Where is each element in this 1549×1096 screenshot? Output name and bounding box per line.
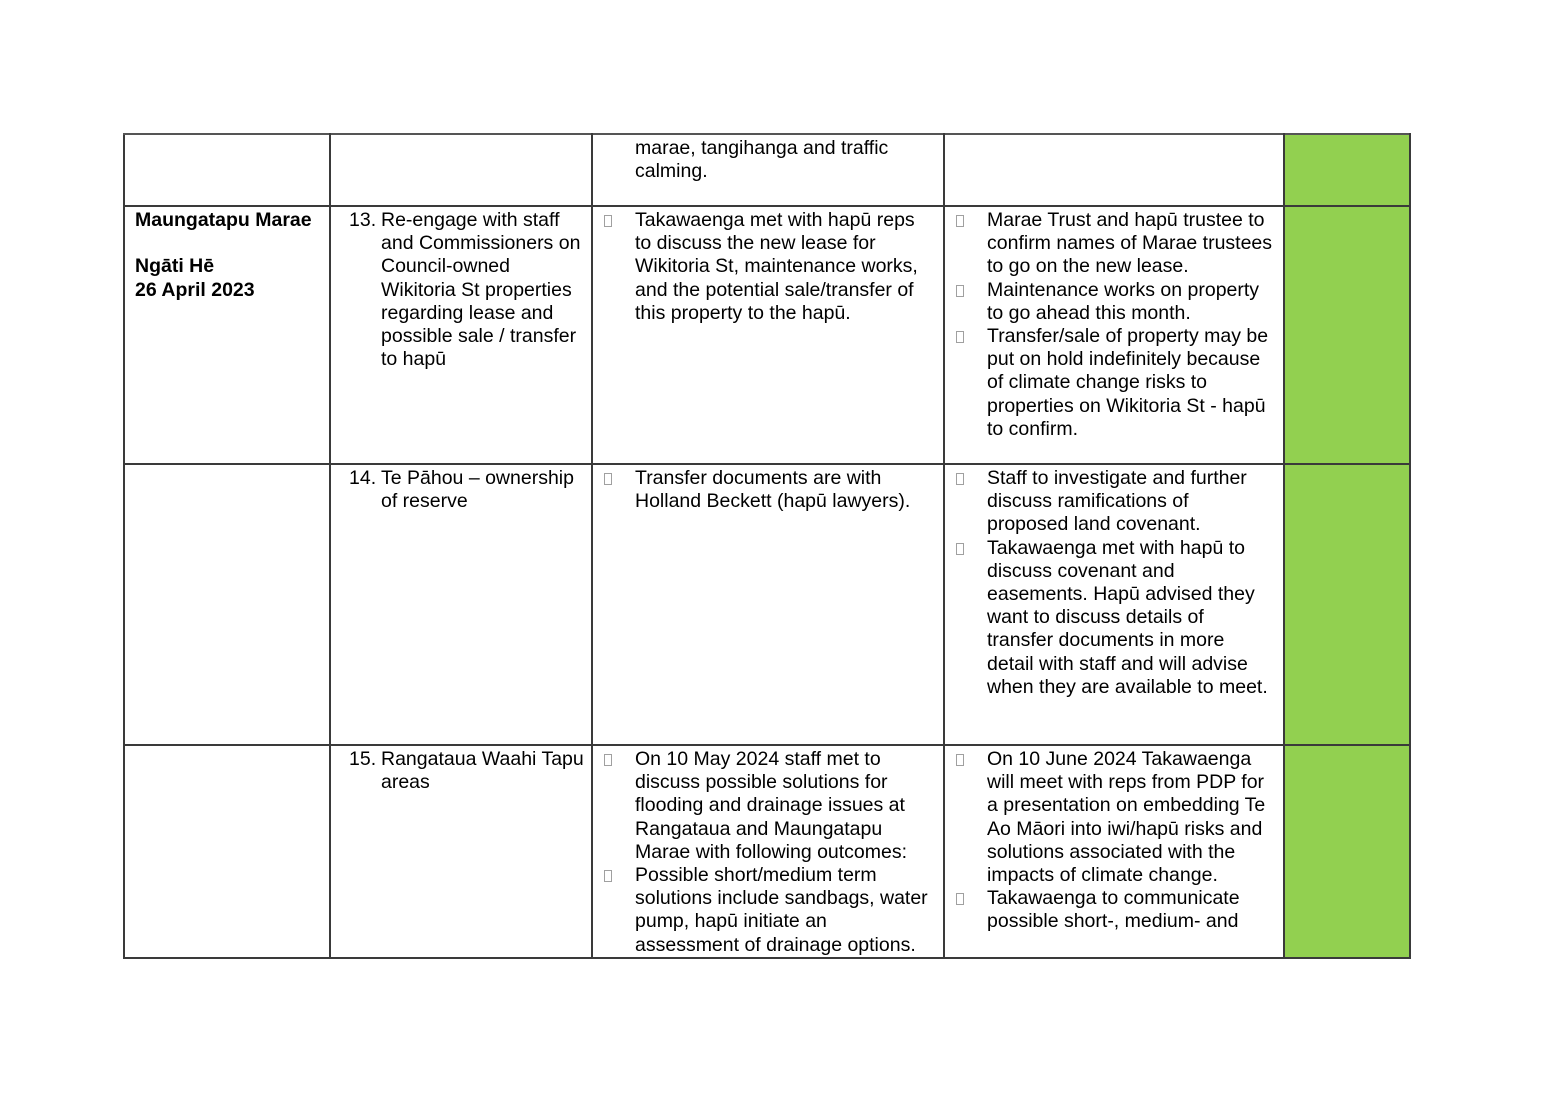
checkbox-bullet-icon: [603, 748, 635, 864]
actions-cell: Marae Trust and hapū trustee to confirm …: [943, 205, 1285, 465]
meeting-date: 26 April 2023: [135, 278, 255, 301]
actions-list: On 10 June 2024 Takawaenga will meet wit…: [955, 748, 1275, 934]
status-cell: [1283, 744, 1411, 959]
issue-text: Te Pāhou – ownership of reserve: [381, 467, 574, 513]
list-item: Maintenance works on property to go ahea…: [955, 279, 1275, 325]
table-row: 15. Rangataua Waahi Tapu areas On 10 May…: [123, 744, 1411, 959]
update-list: On 10 May 2024 staff met to discuss poss…: [603, 748, 933, 957]
list-item: Takawaenga met with hapū reps to discuss…: [603, 209, 933, 325]
checkbox-bullet-icon: [955, 537, 987, 699]
marae-name: Maungatapu Marae: [135, 209, 312, 231]
list-item: Transfer documents are with Holland Beck…: [603, 467, 933, 513]
checkbox-bullet-icon: [955, 325, 987, 441]
status-cell: [1283, 205, 1411, 465]
issue-number: 14.: [349, 467, 377, 489]
table-row: 14. Te Pāhou – ownership of reserve Tran…: [123, 463, 1411, 746]
actions-cell: [943, 133, 1285, 207]
marae-cell: [123, 744, 331, 959]
checkbox-bullet-icon: [955, 467, 987, 537]
list-item: Marae Trust and hapū trustee to confirm …: [955, 209, 1275, 279]
checkbox-bullet-icon: [603, 864, 635, 957]
checkbox-bullet-icon: [955, 279, 987, 325]
checkbox-bullet-icon: [603, 467, 635, 513]
issue-item: 15. Rangataua Waahi Tapu areas: [349, 748, 585, 794]
update-cell: Takawaenga met with hapū reps to discuss…: [591, 205, 945, 465]
list-item: On 10 June 2024 Takawaenga will meet wit…: [955, 748, 1275, 887]
list-item: Transfer/sale of property may be put on …: [955, 325, 1275, 441]
status-cell: [1283, 463, 1411, 746]
update-list: Transfer documents are with Holland Beck…: [603, 467, 933, 513]
actions-cell: Staff to investigate and further discuss…: [943, 463, 1285, 746]
table-row: Maungatapu Marae Ngāti Hē 26 April 2023 …: [123, 205, 1411, 465]
list-item: Staff to investigate and further discuss…: [955, 467, 1275, 537]
marae-cell: [123, 463, 331, 746]
list-item: Possible short/medium term solutions inc…: [603, 864, 933, 957]
list-item: Takawaenga met with hapū to discuss cove…: [955, 537, 1275, 699]
marae-cell: Maungatapu Marae Ngāti Hē 26 April 2023: [123, 205, 331, 465]
list-item: On 10 May 2024 staff met to discuss poss…: [603, 748, 933, 864]
update-list: Takawaenga met with hapū reps to discuss…: [603, 209, 933, 325]
actions-list: Staff to investigate and further discuss…: [955, 467, 1275, 699]
issue-number: 15.: [349, 748, 377, 770]
update-cell: On 10 May 2024 staff met to discuss poss…: [591, 744, 945, 959]
update-cell: Transfer documents are with Holland Beck…: [591, 463, 945, 746]
issue-number: 13.: [349, 209, 377, 231]
checkbox-bullet-icon: [955, 887, 987, 933]
checkbox-bullet-icon: [955, 209, 987, 279]
issue-item: 14. Te Pāhou – ownership of reserve: [349, 467, 585, 513]
marae-issues-table: marae, tangihanga and traffic calming. M…: [123, 133, 1411, 959]
marae-cell: [123, 133, 331, 207]
update-continuation-text: marae, tangihanga and traffic calming.: [635, 137, 889, 183]
issue-cell: 15. Rangataua Waahi Tapu areas: [329, 744, 593, 959]
issue-text: Re-engage with staff and Commissioners o…: [381, 209, 581, 371]
list-item: Takawaenga to communicate possible short…: [955, 887, 1275, 933]
issue-text: Rangataua Waahi Tapu areas: [381, 748, 584, 794]
table-row: marae, tangihanga and traffic calming.: [123, 133, 1411, 207]
hapu-name: Ngāti Hē: [135, 255, 215, 278]
actions-cell: On 10 June 2024 Takawaenga will meet wit…: [943, 744, 1285, 959]
actions-list: Marae Trust and hapū trustee to confirm …: [955, 209, 1275, 441]
issue-cell: 14. Te Pāhou – ownership of reserve: [329, 463, 593, 746]
checkbox-bullet-icon: [955, 748, 987, 887]
status-cell: [1283, 133, 1411, 207]
checkbox-bullet-icon: [603, 209, 635, 325]
issue-item: 13. Re-engage with staff and Commissione…: [349, 209, 585, 371]
issue-cell: [329, 133, 593, 207]
issue-cell: 13. Re-engage with staff and Commissione…: [329, 205, 593, 465]
update-cell: marae, tangihanga and traffic calming.: [591, 133, 945, 207]
